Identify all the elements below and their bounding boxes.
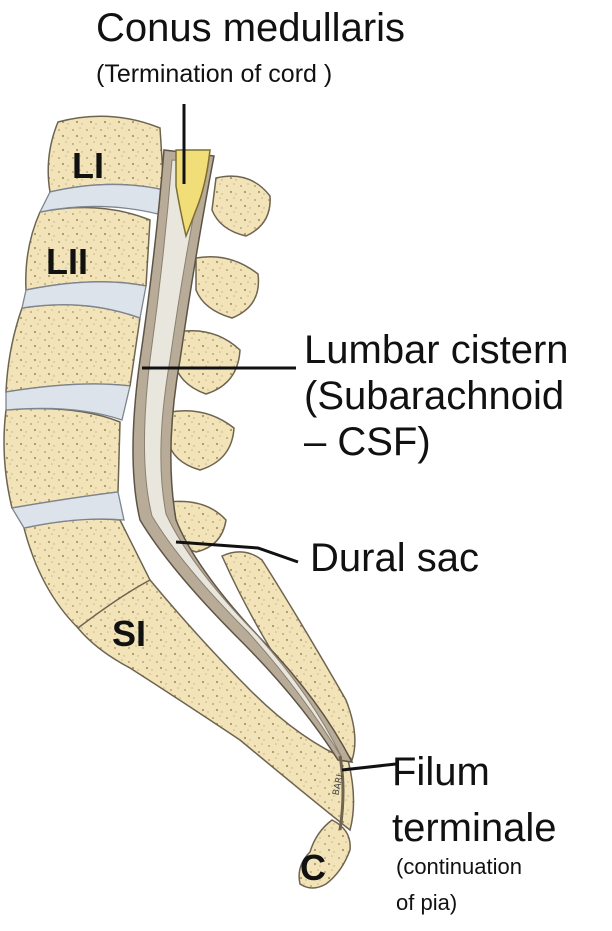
leader-dural — [175, 540, 299, 564]
filum-label-2: terminale — [392, 806, 557, 850]
vertebra-label-s1: SI — [112, 613, 147, 654]
leader-lines — [142, 104, 397, 772]
filum-label-3: (continuation — [396, 854, 522, 879]
lumbar-cistern — [143, 159, 343, 759]
coccyx — [298, 819, 351, 889]
sacrum — [76, 579, 355, 832]
vertebra-l3 — [5, 303, 141, 393]
cistern-label-2: (Subarachnoid — [304, 374, 565, 418]
vertebra-l1 — [47, 115, 165, 193]
vertebral-bodies — [3, 115, 355, 889]
intervertebral-discs — [5, 183, 165, 529]
vertebra-label-l2: LII — [46, 241, 88, 282]
cistern-label-3: – CSF) — [304, 420, 431, 464]
filum-label-4: of pia) — [396, 890, 458, 915]
dural-sac-label: Dural sac — [310, 536, 479, 580]
filum-terminale — [338, 755, 345, 831]
vertebra-l4 — [3, 407, 121, 509]
filum-label-1: Filum — [392, 750, 490, 794]
vertebra-label-c: C — [300, 847, 326, 888]
vertebra-label-l1: LI — [72, 145, 104, 186]
leader-filum — [341, 762, 397, 772]
conus-title: Conus medullaris — [96, 6, 406, 50]
conus-subtitle: (Termination of cord ) — [96, 60, 333, 88]
cistern-label-1: Lumbar cistern — [304, 328, 569, 372]
dural-sac — [132, 149, 354, 763]
